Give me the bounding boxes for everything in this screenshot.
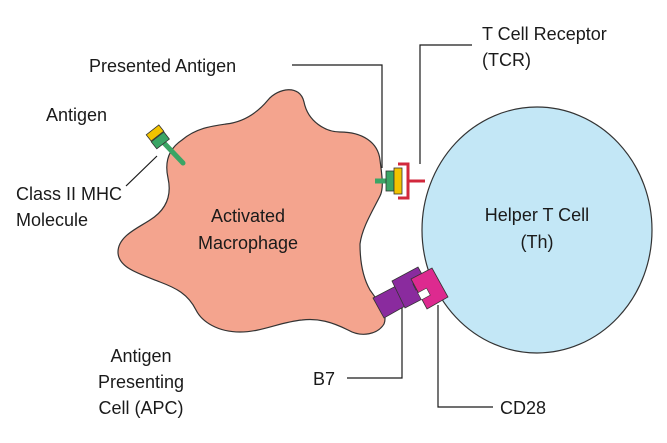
label-helper-line2: (Th) bbox=[521, 232, 554, 252]
leader-tcr bbox=[419, 44, 472, 164]
t-cell-receptor bbox=[398, 162, 425, 200]
antigen-marker-left bbox=[145, 124, 165, 142]
label-tcr-line1: T Cell Receptor bbox=[482, 24, 607, 44]
label-apc-line3: Cell (APC) bbox=[98, 398, 183, 418]
label-cd28: CD28 bbox=[500, 398, 546, 418]
label-b7: B7 bbox=[313, 369, 335, 389]
activated-macrophage-cell bbox=[117, 89, 386, 335]
class-ii-mhc-molecule-left bbox=[150, 131, 186, 166]
label-mhc-line1: Class II MHC bbox=[16, 184, 122, 204]
leader-antigen-mhc bbox=[125, 155, 158, 187]
label-antigen: Antigen bbox=[46, 105, 107, 125]
helper-t-cell bbox=[421, 106, 653, 354]
label-helper-line1: Helper T Cell bbox=[485, 205, 589, 225]
leader-presented-antigen bbox=[292, 64, 383, 168]
leader-cd28 bbox=[437, 305, 493, 408]
leader-b7 bbox=[347, 308, 403, 379]
label-apc-line2: Presenting bbox=[98, 372, 184, 392]
label-presented-antigen: Presented Antigen bbox=[89, 56, 236, 76]
label-mhc-line2: Molecule bbox=[16, 210, 88, 230]
presented-antigen-marker bbox=[393, 167, 403, 195]
cd28-molecule bbox=[410, 267, 449, 310]
label-macrophage-line1: Activated bbox=[211, 206, 285, 226]
label-apc-line1: Antigen bbox=[110, 346, 171, 366]
label-macrophage-line2: Macrophage bbox=[198, 233, 298, 253]
label-tcr-line2: (TCR) bbox=[482, 50, 531, 70]
